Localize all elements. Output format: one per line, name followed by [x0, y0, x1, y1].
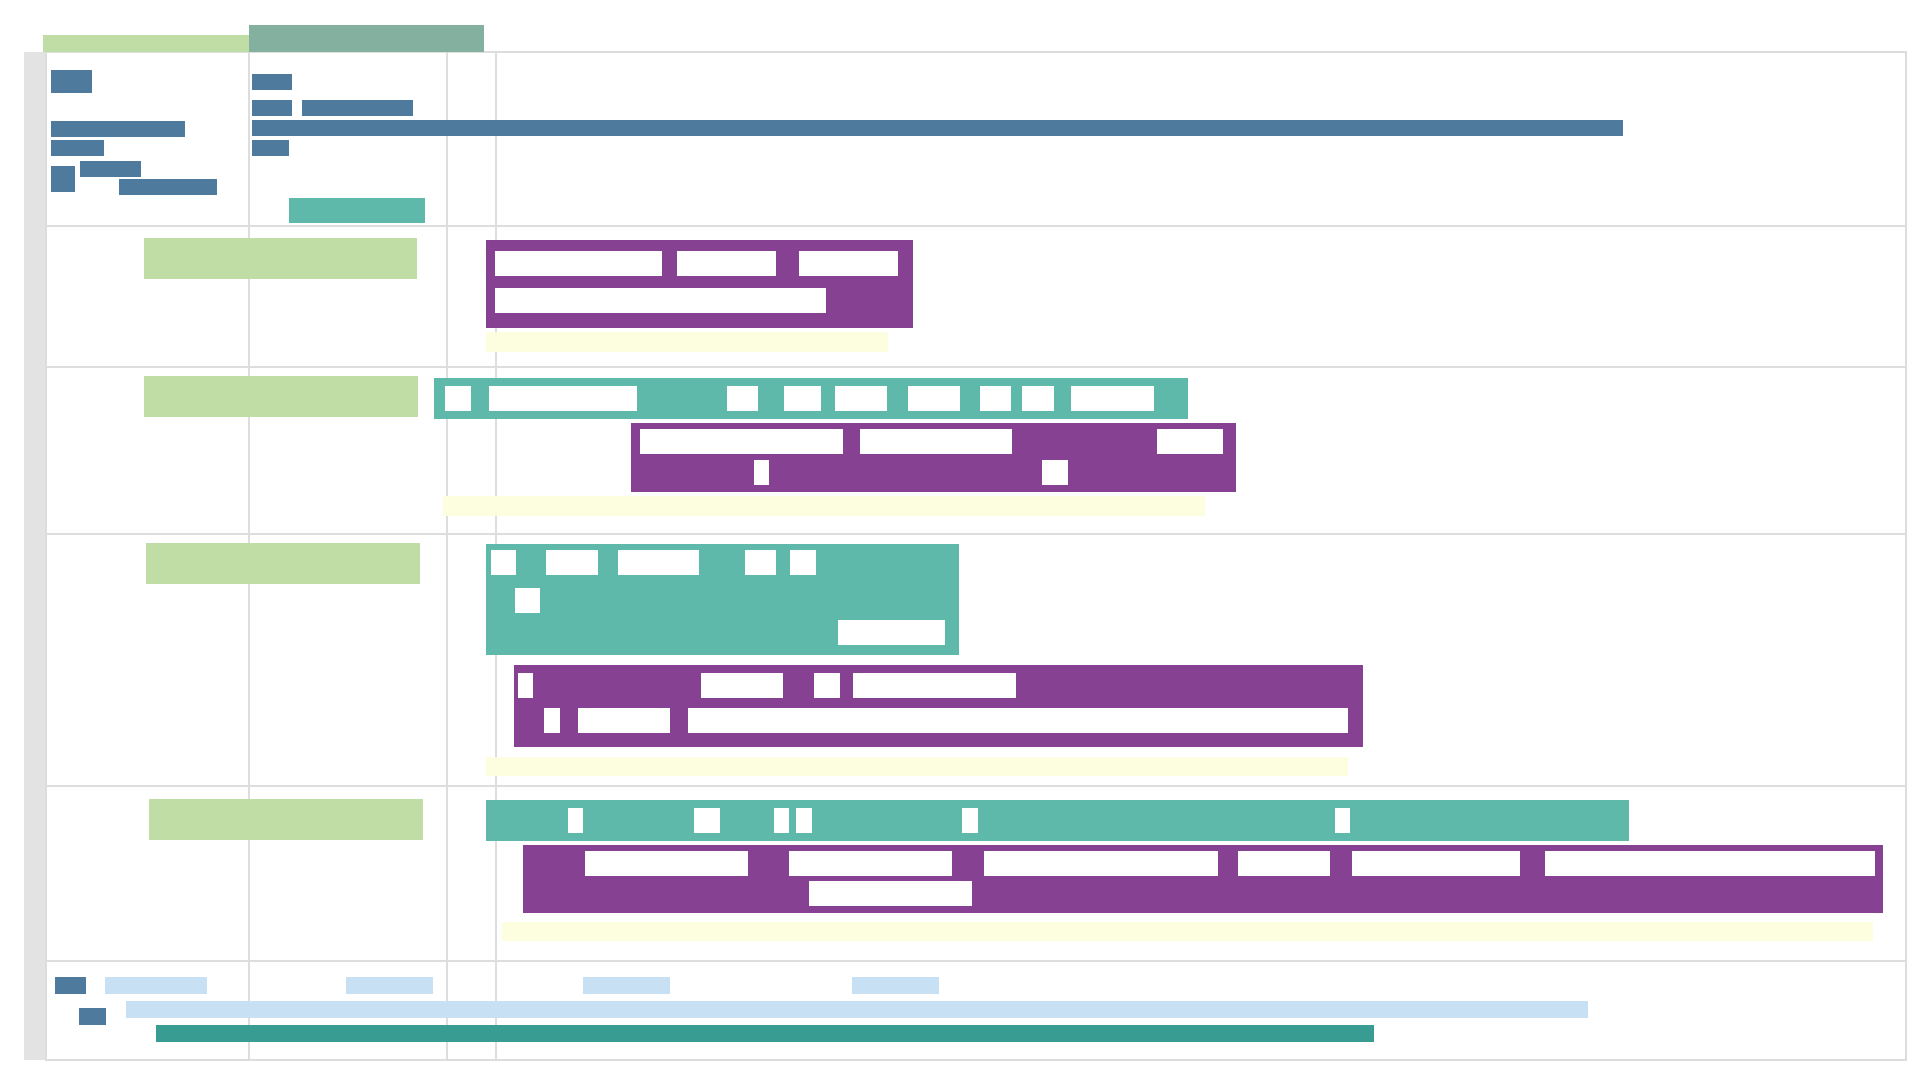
text-slot	[445, 386, 471, 411]
text-slot	[546, 550, 598, 575]
text-slot	[799, 251, 898, 276]
text-slot	[568, 808, 583, 833]
row-3	[146, 543, 1363, 776]
yellow-bar	[502, 922, 1873, 941]
header-block	[51, 70, 92, 93]
text-slot	[784, 386, 821, 411]
text-slot	[495, 251, 662, 276]
text-slot	[585, 851, 748, 876]
text-slot	[980, 386, 1011, 411]
header-block	[252, 140, 289, 156]
text-slot	[809, 881, 972, 906]
yellow-bar	[443, 496, 1205, 516]
header-block	[51, 166, 75, 192]
text-slot	[789, 851, 952, 876]
footer-light-block	[105, 977, 207, 994]
teal-box	[486, 800, 1629, 841]
footer-section	[55, 977, 1588, 1042]
text-slot	[1022, 386, 1054, 411]
row-1	[144, 238, 913, 352]
text-slot	[727, 386, 758, 411]
footer-light-block	[583, 977, 670, 994]
row-label	[146, 543, 420, 584]
left-gutter	[24, 52, 46, 1060]
text-slot	[544, 708, 560, 733]
text-slot	[790, 550, 816, 575]
header-block	[51, 121, 185, 137]
text-slot	[1071, 386, 1154, 411]
header-block	[252, 74, 292, 90]
text-slot	[701, 673, 783, 698]
footer-light-block	[346, 977, 433, 994]
header-wide-bar	[252, 120, 1623, 136]
text-slot	[640, 429, 843, 454]
text-slot	[774, 808, 789, 833]
row-label	[144, 238, 417, 279]
header-tab-green	[43, 35, 249, 52]
yellow-bar	[486, 332, 888, 352]
footer-dark-teal-bar	[156, 1025, 1374, 1042]
text-slot	[618, 550, 699, 575]
text-slot	[984, 851, 1218, 876]
text-slot	[1545, 851, 1875, 876]
header-teal-block	[289, 198, 425, 223]
outer-frame	[45, 51, 1907, 1061]
header-block	[119, 179, 217, 195]
text-slot	[578, 708, 670, 733]
header-block	[302, 100, 413, 116]
text-slot	[796, 808, 812, 833]
text-slot	[677, 251, 776, 276]
footer-light-block	[852, 977, 939, 994]
header-section	[51, 70, 1623, 223]
text-slot	[1238, 851, 1330, 876]
text-slot	[838, 620, 945, 645]
header-tab-teal-gray	[249, 25, 484, 52]
text-slot	[1042, 460, 1068, 485]
row-label	[149, 799, 423, 840]
text-slot	[853, 673, 1016, 698]
text-slot	[694, 808, 720, 833]
text-slot	[860, 429, 1012, 454]
row-4	[149, 799, 1883, 941]
yellow-bar	[486, 757, 1348, 776]
text-slot	[1335, 808, 1350, 833]
row-label	[144, 376, 418, 417]
text-slot	[1157, 429, 1223, 454]
text-slot	[962, 808, 978, 833]
header-block	[80, 161, 141, 177]
text-slot	[495, 288, 826, 313]
text-slot	[489, 386, 637, 411]
header-block	[51, 140, 104, 156]
text-slot	[814, 673, 840, 698]
row-2	[144, 376, 1236, 516]
text-slot	[745, 550, 776, 575]
footer-block	[79, 1008, 106, 1025]
text-slot	[518, 673, 533, 698]
text-slot	[908, 386, 960, 411]
footer-light-bar	[126, 1001, 1588, 1018]
text-slot	[754, 460, 769, 485]
text-slot	[491, 550, 516, 575]
text-slot	[688, 708, 1348, 733]
header-block	[252, 100, 292, 116]
text-slot	[835, 386, 887, 411]
text-slot	[1352, 851, 1520, 876]
text-slot	[515, 588, 540, 613]
footer-block	[55, 977, 86, 994]
